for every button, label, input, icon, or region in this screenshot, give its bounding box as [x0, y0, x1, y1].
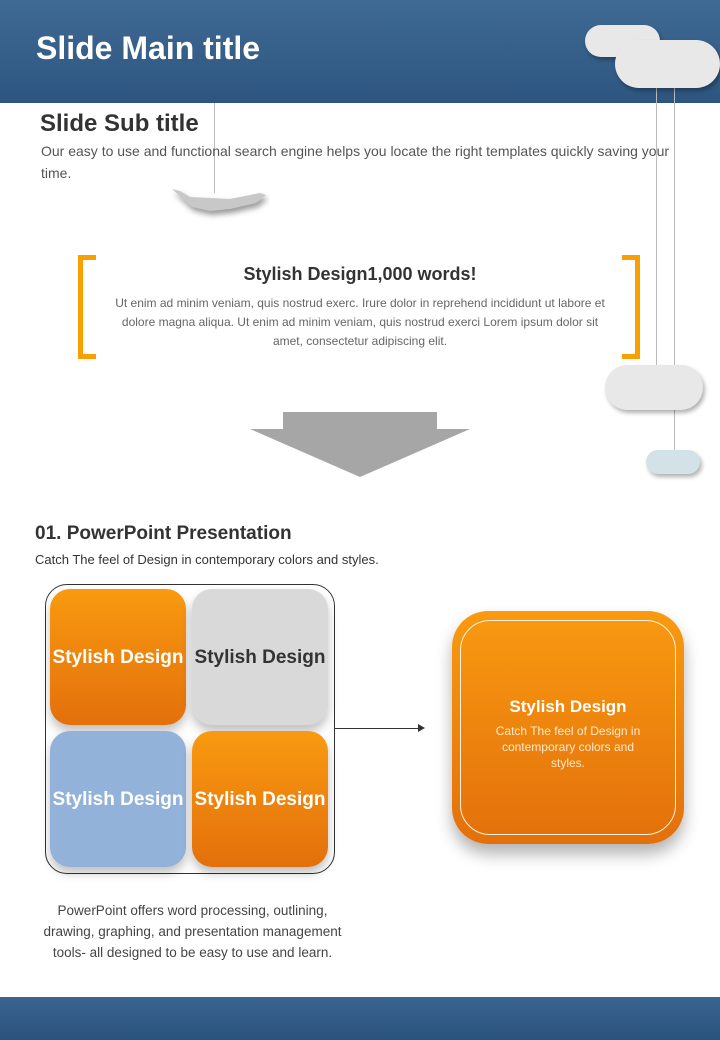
section-subtitle: Catch The feel of Design in contemporary…	[35, 552, 379, 567]
cloud-icon	[615, 40, 720, 88]
quote-body: Ut enim ad minim veniam, quis nostrud ex…	[115, 296, 605, 348]
tile-orange: Stylish Design	[192, 731, 328, 867]
cloud-string	[674, 60, 675, 450]
sub-title: Slide Sub title	[40, 110, 199, 137]
quote-title: Stylish Design1,000 words!	[243, 264, 477, 284]
cloud-icon	[605, 365, 703, 410]
main-title: Slide Main title	[36, 30, 261, 66]
left-bracket	[78, 255, 96, 359]
tile-orange: Stylish Design	[50, 589, 186, 725]
sub-text: Our easy to use and functional search en…	[41, 143, 670, 181]
down-arrow-icon	[250, 412, 470, 477]
footer-bar	[0, 997, 720, 1040]
connector-arrow	[335, 724, 425, 732]
feature-title: Stylish Design	[509, 697, 627, 716]
cloud-icon	[646, 450, 700, 474]
right-bracket	[622, 255, 640, 359]
tile-gray: Stylish Design	[192, 589, 328, 725]
feature-card: Stylish Design Catch The feel of Design …	[452, 611, 684, 844]
plane-string	[214, 103, 215, 193]
caption-text: PowerPoint offers word processing, outli…	[43, 903, 342, 960]
tile-blue: Stylish Design	[50, 731, 186, 867]
tile-group	[45, 584, 335, 874]
cloud-string	[656, 60, 657, 380]
section-title: 01. PowerPoint Presentation	[35, 523, 292, 544]
feature-text: Catch The feel of Design in contemporary…	[495, 724, 641, 770]
airplane-icon	[172, 189, 266, 211]
